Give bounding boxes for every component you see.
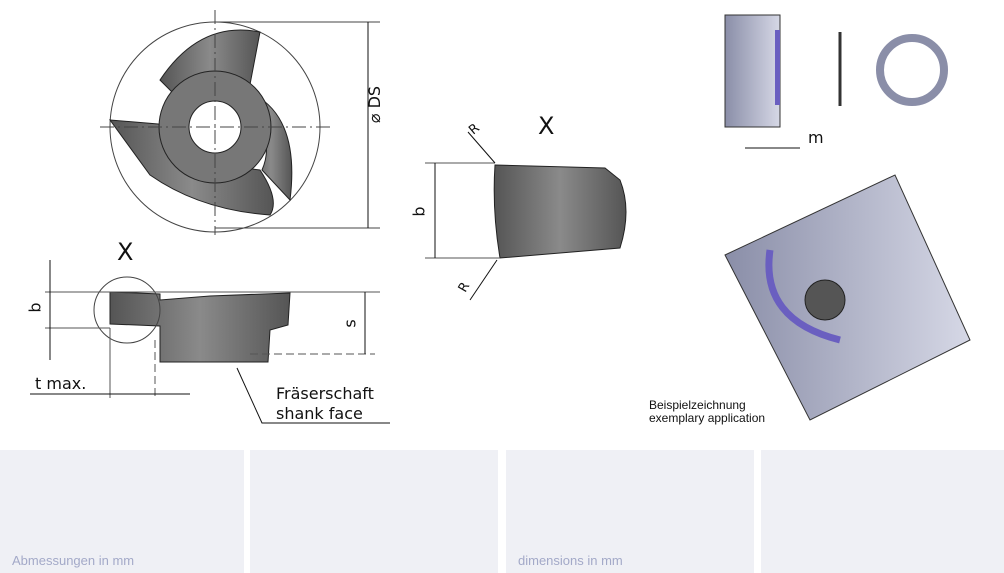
m-label: m xyxy=(808,128,824,147)
tmax-label: t max. xyxy=(35,374,87,393)
cutter-top-view xyxy=(100,10,380,235)
diameter-ds-label: ⌀ DS xyxy=(365,85,385,124)
b-label-left: b xyxy=(25,302,45,313)
info-panel-1: Abmessungen in mm xyxy=(0,450,244,573)
s-label: s xyxy=(340,319,360,328)
x-label-left: X xyxy=(117,238,134,266)
shank-face-de-label: Fräserschaft xyxy=(276,384,374,403)
panel-caption: Abmessungen in mm xyxy=(12,553,135,568)
example-en-label: exemplary application xyxy=(649,411,766,425)
detail-x-view xyxy=(425,131,627,301)
info-panel-2 xyxy=(250,450,498,573)
b-label-detail: b xyxy=(409,206,429,217)
info-panel-3: dimensions in mm xyxy=(506,450,754,573)
shank-face-en-label: shank face xyxy=(276,404,363,423)
cutter-side-view xyxy=(30,260,390,424)
technical-drawing xyxy=(30,10,971,424)
info-panel-4 xyxy=(761,450,1004,573)
panel-caption: dimensions in mm xyxy=(518,553,623,568)
x-label-detail: X xyxy=(538,112,555,140)
example-de-label: Beispielzeichnung xyxy=(649,398,746,412)
retaining-ring-view xyxy=(724,14,971,421)
